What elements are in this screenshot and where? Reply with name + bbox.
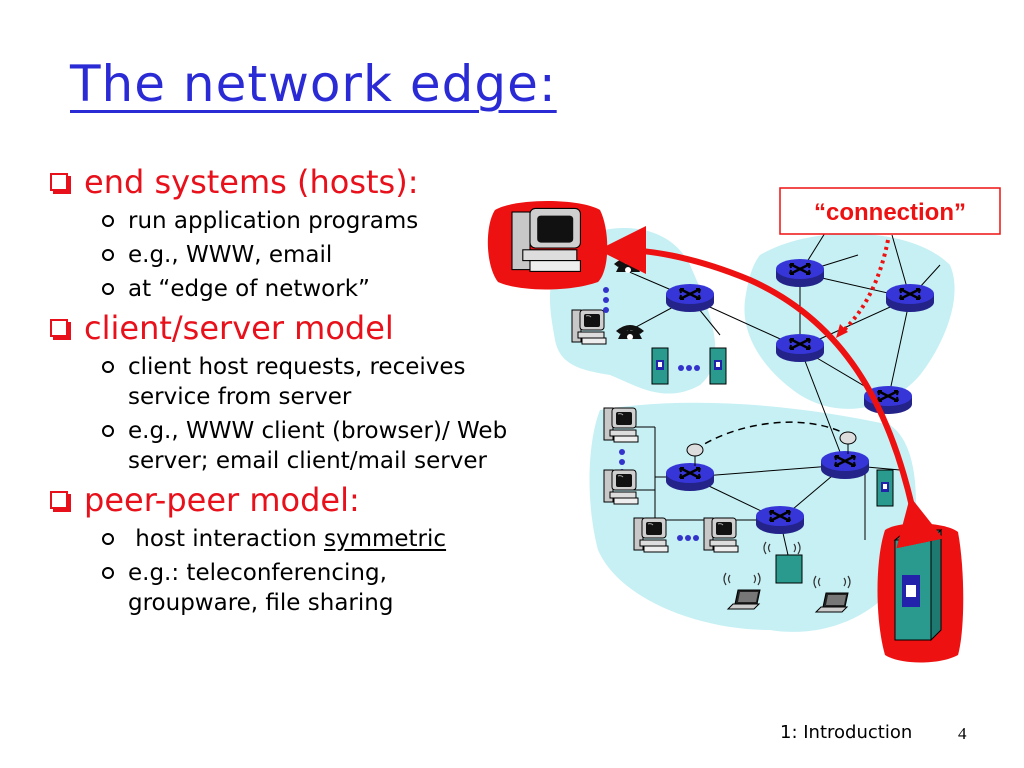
sub-bullet-text: run application programs (128, 208, 419, 234)
network-diagram: “connection” (487, 187, 1001, 663)
bullet-peer-peer-text: peer-peer model: (84, 481, 360, 519)
server-icon (651, 347, 669, 385)
circle-bullet-icon (102, 361, 114, 373)
bullet-peer-peer: peer-peer model: (48, 480, 548, 520)
square-bullet-icon (50, 491, 68, 509)
circle-bullet-icon (102, 533, 114, 545)
circle-bullet-icon (102, 567, 114, 579)
ellipsis-dots (603, 287, 609, 313)
router-icon (774, 257, 826, 289)
circle-bullet-icon (102, 425, 114, 437)
sub-bullet-text: client host requests, receives service f… (128, 354, 466, 410)
footer-text: 1: Introduction (780, 722, 913, 743)
desktop-computer-icon (571, 309, 607, 345)
highlighted-server (877, 523, 964, 663)
bullet-client-server: client/server model (48, 308, 548, 348)
desktop-computer-icon (603, 407, 639, 443)
sub-bullet: client host requests, receives service f… (48, 352, 488, 412)
connection-label: “connection” (814, 199, 966, 226)
sub-bullet-text: host interaction (128, 526, 324, 552)
desktop-computer-icon (603, 469, 639, 505)
sub-bullet-text: e.g.: teleconferencing, groupware, file … (128, 560, 394, 616)
connection-pointer-head (836, 324, 848, 338)
sub-bullet: at “edge of network” (48, 274, 548, 304)
router-icon (774, 332, 826, 364)
circle-bullet-icon (102, 283, 114, 295)
server-icon (709, 347, 727, 385)
access-point-icon (775, 554, 803, 584)
sub-bullet-text: at “edge of network” (128, 276, 370, 302)
desktop-computer-icon (703, 517, 739, 553)
page-number: 4 (958, 724, 967, 743)
router-icon (754, 504, 806, 536)
square-bullet-icon (50, 319, 68, 337)
underlined-word: symmetric (323, 526, 447, 552)
sub-bullet: e.g., WWW client (browser)/ Web server; … (48, 416, 528, 476)
bullet-client-server-text: client/server model (84, 309, 394, 347)
router-icon (819, 449, 871, 481)
bullet-end-systems-text: end systems (hosts): (84, 163, 419, 201)
router-icon (664, 461, 716, 493)
ellipsis-dots (678, 365, 700, 371)
square-bullet-icon (50, 173, 68, 191)
circle-bullet-icon (102, 215, 114, 227)
circle-bullet-icon (102, 249, 114, 261)
router-icon (884, 282, 936, 314)
bullet-list: end systems (hosts): run application pro… (48, 158, 548, 618)
connection-arrow (598, 226, 944, 549)
sub-bullet: host interaction symmetric (48, 524, 548, 554)
sub-bullet: e.g.: teleconferencing, groupware, file … (48, 558, 468, 618)
highlighted-client-host (487, 201, 608, 290)
sub-bullet: e.g., WWW, email (48, 240, 548, 270)
desktop-computer-icon (633, 517, 669, 553)
router-icon (664, 282, 716, 314)
sub-bullet-text: e.g., WWW, email (128, 242, 333, 268)
ellipsis-dots (677, 535, 699, 541)
connection-label-box (779, 187, 1001, 235)
slide-title: The network edge: (70, 55, 557, 113)
server-icon (876, 469, 894, 507)
bullet-end-systems: end systems (hosts): (48, 162, 548, 202)
sub-bullet: run application programs (48, 206, 548, 236)
sub-bullet-text: e.g., WWW client (browser)/ Web server; … (128, 418, 508, 474)
